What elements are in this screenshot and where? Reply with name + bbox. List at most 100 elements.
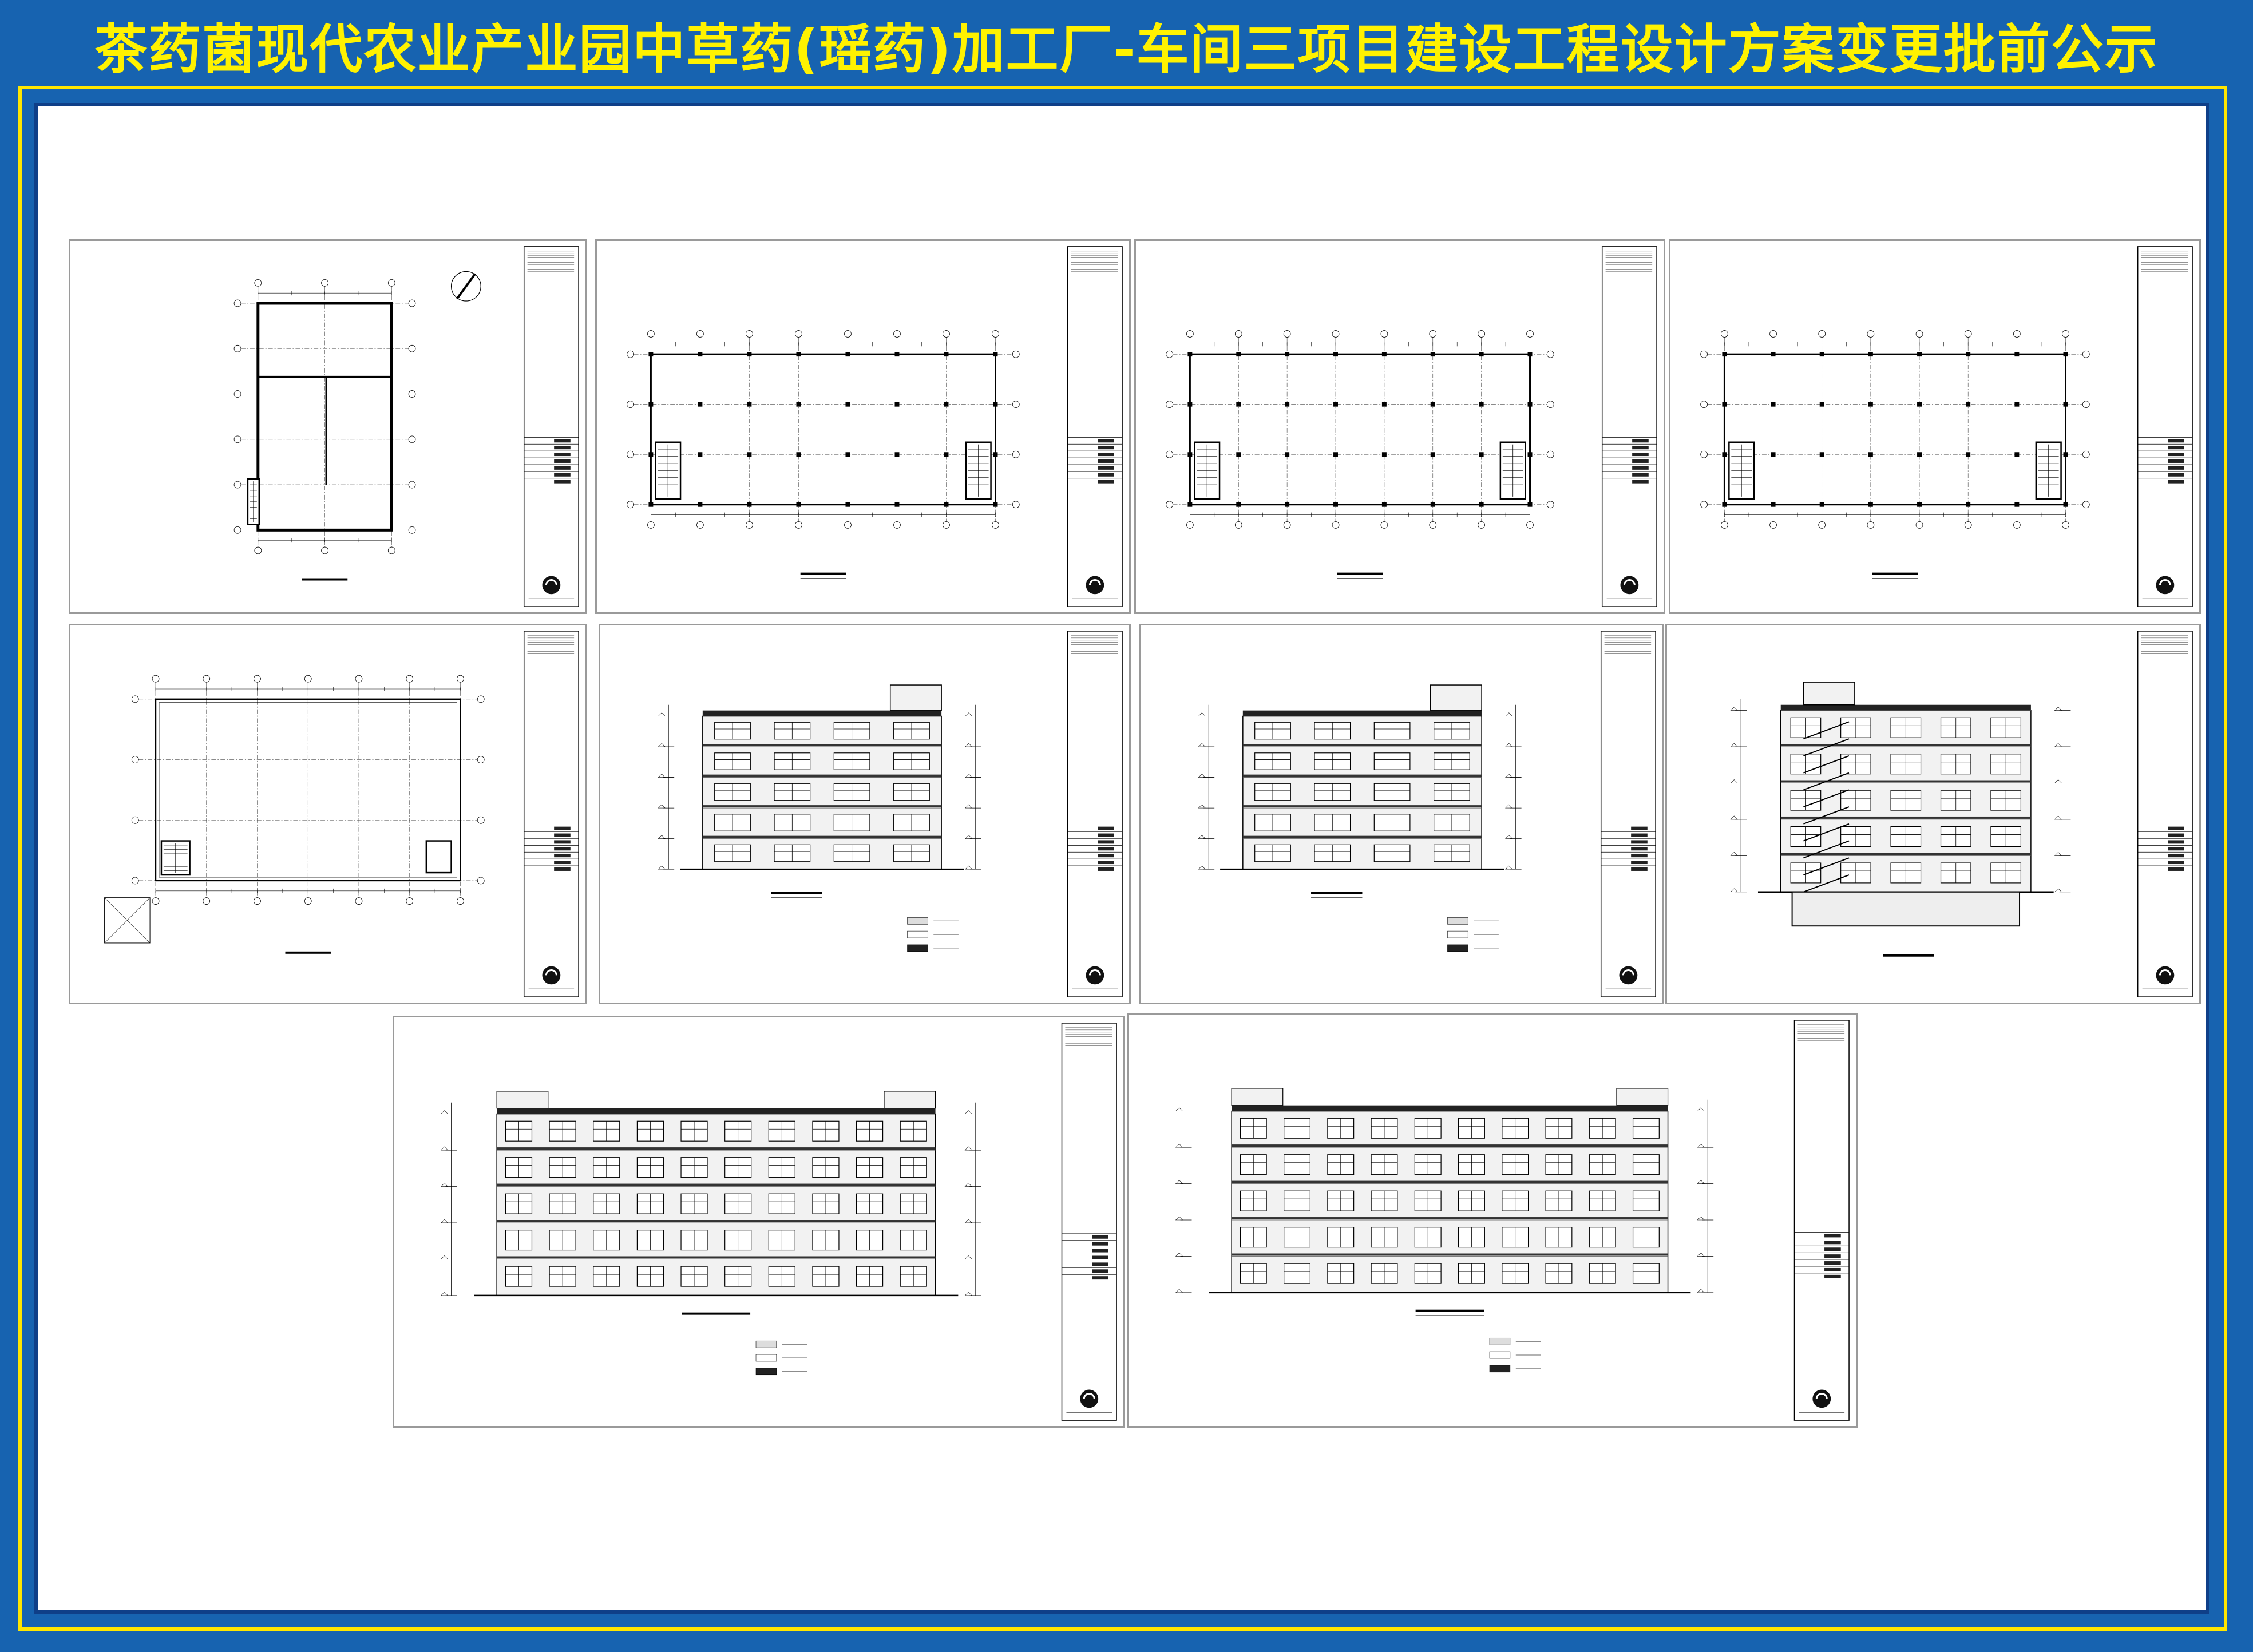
drawing-sheet-8 — [1665, 624, 2201, 1004]
architectural-drawing — [1730, 631, 2193, 997]
roof-tower — [1616, 1088, 1669, 1106]
stair-flight — [1803, 738, 1850, 756]
column — [2063, 502, 2068, 507]
column — [1187, 352, 1193, 357]
title-block — [1067, 246, 1123, 607]
column — [698, 502, 703, 507]
title-block — [1600, 631, 1656, 997]
architectural-drawing — [104, 631, 579, 997]
column — [2063, 352, 2068, 357]
stair-flight — [1803, 857, 1850, 875]
column — [1430, 352, 1435, 357]
roof-outline — [155, 698, 461, 882]
roof-tower — [496, 1091, 549, 1109]
stair-flight — [1803, 806, 1850, 825]
parapet — [702, 710, 942, 716]
stair-flight — [1803, 789, 1850, 808]
title-block — [2137, 246, 2193, 607]
detail-box — [104, 897, 151, 944]
column — [1479, 352, 1484, 357]
column — [1333, 502, 1338, 507]
column — [1527, 452, 1533, 457]
column — [1966, 402, 1971, 407]
roof-access — [425, 840, 452, 874]
column — [1722, 352, 1727, 357]
column — [1381, 502, 1387, 507]
drawing-caption — [771, 892, 822, 894]
drawing-caption — [1415, 1309, 1484, 1312]
column — [1527, 352, 1533, 357]
stair-flight — [1803, 721, 1850, 740]
drawing-caption — [285, 951, 331, 954]
drawing-caption — [1872, 572, 1918, 575]
column — [845, 402, 850, 407]
architectural-drawing — [233, 246, 579, 607]
column — [1333, 352, 1338, 357]
column — [1236, 352, 1241, 357]
title-block — [1067, 631, 1123, 997]
column — [1527, 402, 1533, 407]
column — [1236, 502, 1241, 507]
column — [1966, 352, 1971, 357]
column — [1285, 452, 1290, 457]
column — [845, 352, 850, 357]
column — [1868, 352, 1873, 357]
column — [1285, 402, 1290, 407]
column — [1187, 452, 1193, 457]
column — [796, 402, 801, 407]
column — [894, 452, 900, 457]
column — [1333, 402, 1338, 407]
column — [993, 452, 998, 457]
column — [944, 502, 949, 507]
page-title: 茶药菌现代农业产业园中草药(瑶药)加工厂-车间三项目建设工程设计方案变更批前公示 — [94, 19, 2159, 80]
column — [1771, 352, 1776, 357]
stair-flight — [1803, 823, 1850, 842]
column — [1771, 502, 1776, 507]
architectural-drawing — [627, 246, 1123, 607]
column — [2014, 502, 2020, 507]
column — [1381, 452, 1387, 457]
column — [796, 352, 801, 357]
legend-swatch — [907, 930, 928, 938]
drawing-sheet-7 — [1139, 624, 1664, 1004]
drawing-sheet-6 — [599, 624, 1131, 1004]
column — [1479, 402, 1484, 407]
column — [648, 502, 654, 507]
column — [2063, 402, 2068, 407]
parapet — [1780, 704, 2031, 711]
stair-flight — [1803, 840, 1850, 859]
column — [1285, 502, 1290, 507]
title-block — [1061, 1023, 1117, 1421]
column — [845, 452, 850, 457]
column — [2014, 452, 2020, 457]
column — [1917, 502, 1922, 507]
parapet — [1232, 1105, 1668, 1111]
stair-tower — [889, 684, 942, 711]
column — [1527, 502, 1533, 507]
column — [2063, 452, 2068, 457]
title-block — [1793, 1020, 1850, 1421]
column — [1187, 402, 1193, 407]
column — [1868, 452, 1873, 457]
column — [1430, 502, 1435, 507]
company-logo — [542, 576, 561, 595]
building-outline — [650, 353, 996, 506]
company-logo — [2156, 576, 2175, 595]
drawing-caption — [302, 578, 348, 581]
legend-swatch — [1447, 944, 1468, 952]
title-block — [523, 246, 579, 607]
legend-swatch — [755, 1340, 777, 1348]
column — [747, 452, 752, 457]
column — [698, 352, 703, 357]
column — [993, 502, 998, 507]
drawing-sheet-3 — [1134, 239, 1665, 614]
legend-swatch — [907, 944, 928, 952]
drawing-sheet-4 — [1669, 239, 2201, 614]
column — [1771, 402, 1776, 407]
company-logo — [1620, 576, 1639, 595]
legend-swatch — [1447, 917, 1468, 925]
company-logo — [2156, 966, 2175, 985]
column — [1966, 502, 1971, 507]
column — [993, 402, 998, 407]
company-logo — [1080, 1389, 1099, 1408]
